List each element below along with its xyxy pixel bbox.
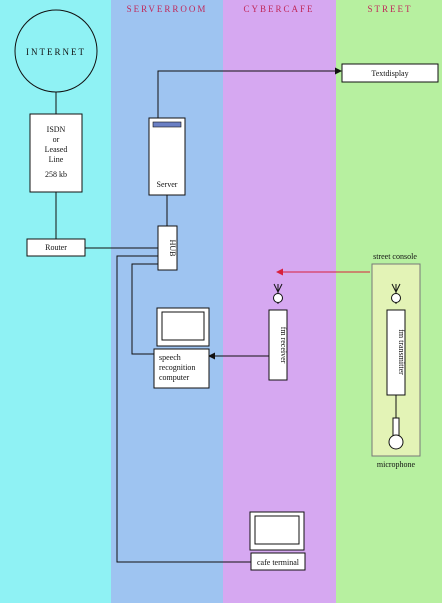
cafe-terminal-label: cafe terminal [257,558,300,567]
speech-computer-line-1: speech [159,353,181,362]
hub-label: HUB [168,240,177,257]
internet-circle [14,9,98,93]
fm-transmitter-label: fm transmitter [397,329,406,375]
isdn-line-2: or [53,135,60,144]
speech-computer-screen [161,311,205,341]
router-label: Router [45,243,67,252]
hub-to-speech-computer-wire [131,263,158,355]
speech-computer-base [153,348,210,389]
fm-transmitter-box [386,309,406,396]
fm-transmitter-antenna-icon [391,283,401,304]
textdisplay-label: Textdisplay [371,69,408,78]
server-drive-bay [152,121,182,128]
fm-receiver-box [268,309,288,381]
isdn-box [29,113,83,193]
textdisplay-box [341,63,439,83]
cybercafe-title: CYBERCAFE [243,4,314,14]
speech-computer-line-3: computer [159,373,190,382]
router-box [26,238,86,257]
cafe-terminal-base [250,552,306,571]
street-title: STREET [368,4,413,14]
street-console-label: street console [373,252,417,261]
cafe-terminal-screen [254,515,300,545]
fm-receiver-label: fm receiver [279,327,288,364]
fm-receiver-antenna-icon [273,283,283,304]
serverroom-zone [111,0,223,603]
isdn-line-5: 258 kb [45,170,67,179]
internet-label: INTERNET [26,47,86,57]
serverroom-title: SERVERROOM [127,4,208,14]
hub-to-cafe-terminal-wire [116,255,251,563]
hub-box [157,225,178,271]
microphone-label: microphone [377,460,416,469]
speech-computer-line-2: recognition [159,363,195,372]
isdn-line-4: Line [49,155,64,164]
microphone-icon [388,417,404,450]
server-tower [148,117,186,196]
server-to-textdisplay-wire [157,67,342,118]
isdn-line-1: ISDN [47,125,66,134]
isdn-line-3: Leased [45,145,68,154]
server-label: Server [157,180,178,189]
